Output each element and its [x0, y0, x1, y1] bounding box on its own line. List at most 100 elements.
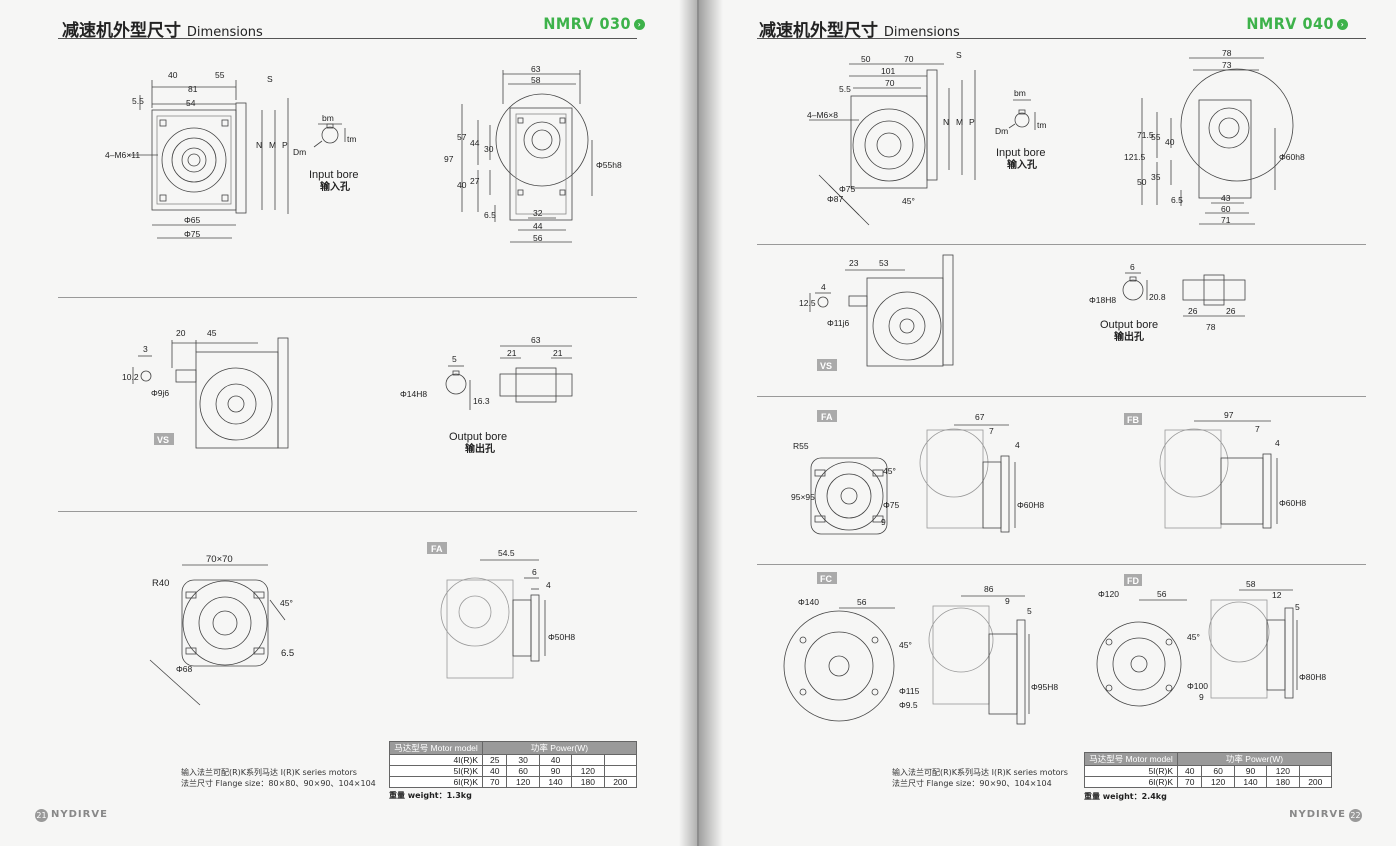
dim-label: 55	[1151, 132, 1161, 142]
dim-label: 57	[457, 132, 467, 142]
fd-tag: FD	[1127, 576, 1139, 586]
dim-label: Φ9.5	[899, 700, 918, 710]
model-name: NMRV 040›	[1246, 14, 1348, 33]
dim-label: N	[256, 140, 262, 150]
front-view	[128, 80, 289, 239]
dim-label: 6.5	[281, 648, 294, 659]
dim-label: 23	[849, 258, 859, 268]
dim-label: R40	[152, 578, 169, 589]
dim-label: 45°	[280, 598, 293, 608]
technical-drawing: 50 70 S 101 70 5.5 4–M6×8 N M P Φ75 Φ87 …	[783, 48, 1326, 725]
right-page: 减速机外型尺寸 Dimensions NMRV 040›	[699, 0, 1396, 846]
table-header-model: 马达型号 Motor model	[389, 741, 483, 755]
dim-label: 26	[1226, 306, 1236, 316]
brand-logo: NYDIRVE	[1289, 809, 1346, 820]
arrow-icon: ›	[634, 19, 645, 30]
vs-tag: VS	[157, 435, 169, 445]
dim-label: Φ18H8	[1089, 295, 1116, 305]
dim-label: Φ60H8	[1017, 500, 1044, 510]
fa-view	[440, 559, 546, 679]
dim-label: Dm	[995, 126, 1008, 136]
output-bore-label: Output bore	[449, 431, 507, 443]
dim-label: P	[282, 140, 288, 150]
weight-label: 重量 weight：2.4kg	[1084, 792, 1167, 801]
dim-label: M	[956, 117, 963, 127]
dim-label: 56	[533, 233, 543, 243]
dim-label: 6.5	[1171, 195, 1183, 205]
dim-label: 12	[1272, 590, 1282, 600]
dim-label: 53	[879, 258, 889, 268]
dim-label: 95×95	[791, 492, 815, 502]
dim-label: 70×70	[206, 554, 233, 565]
dim-label: 78	[1206, 322, 1216, 332]
dim-label: 58	[1246, 579, 1256, 589]
dim-label: 121.5	[1124, 152, 1146, 162]
fc-flange-view	[783, 607, 895, 722]
dimension-labels: 50 70 S 101 70 5.5 4–M6×8 N M P Φ75 Φ87 …	[791, 48, 1326, 710]
fa-tag: FA	[821, 412, 833, 422]
dim-label: Dm	[293, 147, 306, 157]
page-title: 减速机外型尺寸 Dimensions	[62, 21, 263, 41]
section-divider	[757, 564, 1366, 565]
brand-logo: NYDIRVE	[51, 809, 108, 820]
dim-label: 40	[457, 180, 467, 190]
fb-side-view	[1159, 420, 1278, 529]
output-bore-label: Output bore	[1100, 319, 1158, 331]
dim-label: 44	[533, 221, 543, 231]
dim-label: Φ75	[839, 184, 856, 194]
dim-label: Φ60h8	[1279, 152, 1305, 162]
dim-label: 43	[1221, 193, 1231, 203]
table-header-power: 功率 Power(W)	[1177, 752, 1332, 766]
dim-label: Φ80H8	[1299, 672, 1326, 682]
dim-label: 101	[881, 66, 895, 76]
dim-label: 97	[1224, 410, 1234, 420]
dim-label: 50	[861, 54, 871, 64]
tags: VS FA	[154, 433, 447, 554]
dim-label: 63	[531, 64, 541, 74]
dim-label: 6	[532, 567, 537, 577]
dim-label: Φ60H8	[1279, 498, 1306, 508]
dim-label: 56	[857, 597, 867, 607]
fd-flange-view	[1096, 599, 1187, 707]
header-rule	[58, 38, 637, 39]
dim-label: 21	[507, 348, 517, 358]
dim-label: S	[956, 50, 962, 60]
dim-label: 9	[1199, 692, 1204, 702]
dim-label: 50	[1137, 177, 1147, 187]
dim-label: 86	[984, 584, 994, 594]
dim-label: 4	[821, 282, 826, 292]
dim-label: 81	[188, 84, 198, 94]
header-rule	[757, 38, 1366, 39]
page-number: 22	[1349, 809, 1362, 822]
dim-label: Φ75	[184, 229, 201, 239]
dim-label: tm	[347, 134, 356, 144]
dim-label: 5	[452, 354, 457, 364]
table-header-model: 马达型号 Motor model	[1084, 752, 1178, 766]
front-view	[809, 63, 976, 226]
motor-note: 输入法兰可配(R)K系列马达 I(R)K series motors 法兰尺寸 …	[181, 768, 376, 788]
input-bore-drawing	[313, 123, 346, 148]
output-bore-drawing	[445, 345, 573, 410]
dimension-labels: 40 55 81 54 S 5.5 N M P 4–M6×11 Φ65 Φ75 …	[105, 64, 622, 674]
dim-label: bm	[322, 113, 334, 123]
fa-side-view	[919, 424, 1016, 533]
section-divider	[58, 511, 637, 512]
dim-label: Φ87	[827, 194, 844, 204]
fd-side-view	[1208, 589, 1298, 699]
dim-label: 6	[1130, 262, 1135, 272]
output-bore-label-cn: 输出孔	[1114, 330, 1144, 343]
dim-label: 35	[1151, 172, 1161, 182]
dim-label: 71	[1221, 215, 1231, 225]
dim-label: 45°	[902, 196, 915, 206]
dim-label: Φ9j6	[151, 388, 169, 398]
dim-label: 4	[1275, 438, 1280, 448]
motor-note: 输入法兰可配(R)K系列马达 I(R)K series motors 法兰尺寸 …	[892, 768, 1068, 788]
dim-label: Φ95H8	[1031, 682, 1058, 692]
dim-label: Φ68	[176, 664, 193, 674]
dim-label: Φ55h8	[596, 160, 622, 170]
